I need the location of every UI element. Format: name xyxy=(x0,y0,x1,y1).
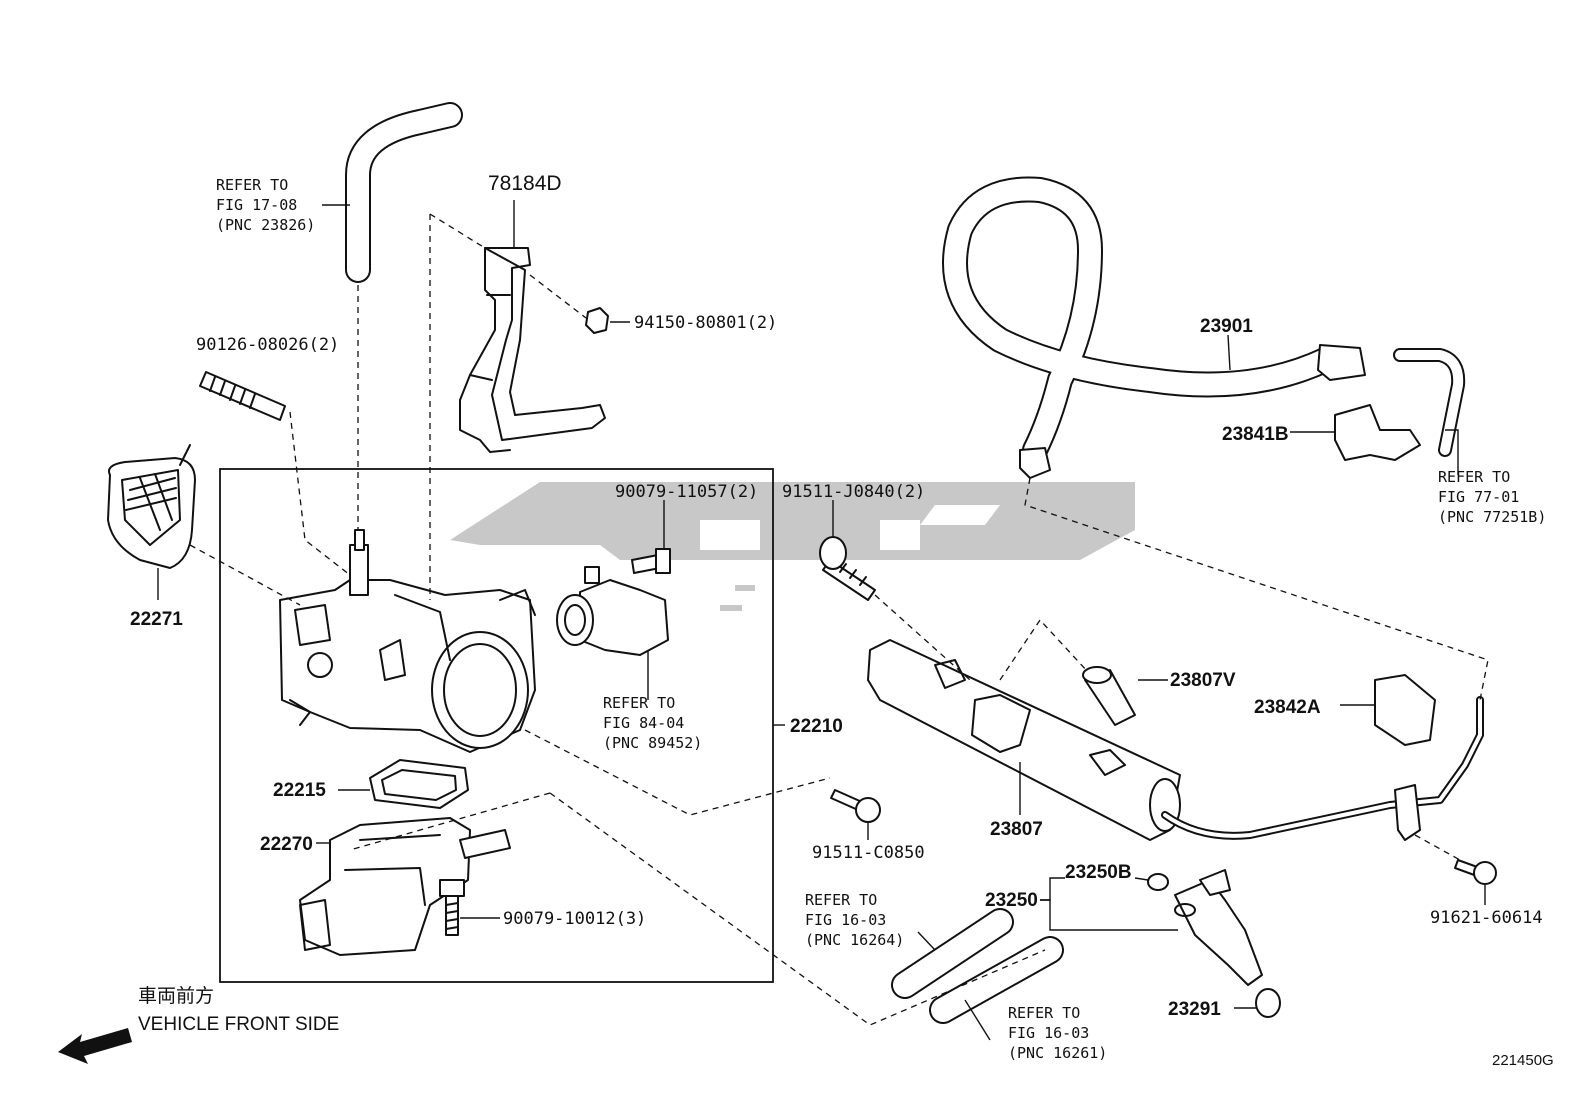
label-90079b: 90079-10012(3) xyxy=(503,909,646,929)
vehicle-front-indicator: 車両前方 VEHICLE FRONT SIDE xyxy=(58,985,339,1064)
front-arrow-icon xyxy=(58,1028,132,1064)
svg-text:REFER TO: REFER TO xyxy=(1438,468,1510,486)
svg-text:(PNC 16264): (PNC 16264) xyxy=(805,931,904,949)
vacuum-tube-2 xyxy=(929,936,1064,1024)
bolt-91511-J0840 xyxy=(819,536,876,601)
svg-text:FIG 17-08: FIG 17-08 xyxy=(216,196,297,214)
ref-note-3: REFER TO FIG 77-01 (PNC 77251B) xyxy=(1438,468,1546,526)
clamp-23842A xyxy=(1374,674,1436,746)
svg-text:REFER TO: REFER TO xyxy=(216,176,288,194)
label-23250: 23250 xyxy=(985,890,1038,911)
valve-23807V xyxy=(1082,666,1136,726)
drawing-code: 221450G xyxy=(1492,1052,1554,1069)
air-hose xyxy=(345,102,463,283)
label-22215: 22215 xyxy=(273,780,326,801)
fuel-pipe xyxy=(1161,696,1484,841)
label-91511a: 91511-J0840(2) xyxy=(782,482,925,502)
injector-23250 xyxy=(1174,869,1263,986)
svg-text:(PNC 77251B): (PNC 77251B) xyxy=(1438,508,1546,526)
label-23841B: 23841B xyxy=(1222,424,1289,445)
svg-text:REFER TO: REFER TO xyxy=(1008,1004,1080,1022)
gasket-22271 xyxy=(107,444,196,569)
bolt-91511-C0850 xyxy=(830,789,881,823)
label-22210: 22210 xyxy=(790,716,843,737)
gasket-22215 xyxy=(369,759,469,809)
fuel-rail-23807 xyxy=(867,639,1181,841)
front-label-jp: 車両前方 xyxy=(138,985,214,1007)
label-90126: 90126-08026(2) xyxy=(196,335,339,355)
label-23807V: 23807V xyxy=(1170,670,1236,691)
fuel-hose-23901 xyxy=(942,176,1366,479)
label-22271: 22271 xyxy=(130,609,183,630)
nut-94150 xyxy=(585,307,609,334)
svg-text:FIG 77-01: FIG 77-01 xyxy=(1438,488,1519,506)
fuel-tube-ref xyxy=(1393,348,1466,457)
throttle-sensor xyxy=(556,566,669,656)
svg-text:REFER TO: REFER TO xyxy=(603,694,675,712)
label-91511b: 91511-C0850 xyxy=(812,843,925,863)
ref-note-1: REFER TO FIG 17-08 (PNC 23826) xyxy=(216,176,315,234)
label-90079a: 90079-11057(2) xyxy=(615,482,758,502)
watermark-logo xyxy=(450,482,1135,611)
bracket-78184D xyxy=(459,247,606,453)
ref-note-2: REFER TO FIG 84-04 (PNC 89452) xyxy=(603,694,702,752)
label-23842A: 23842A xyxy=(1254,697,1321,718)
label-23901: 23901 xyxy=(1200,316,1253,337)
dashed-lines xyxy=(189,213,1489,1026)
ring-23291 xyxy=(1255,988,1281,1018)
ref-note-5: REFER TO FIG 16-03 (PNC 16261) xyxy=(1008,1004,1107,1062)
svg-text:(PNC 89452): (PNC 89452) xyxy=(603,734,702,752)
label-23250B: 23250B xyxy=(1065,862,1132,883)
label-78184D: 78184D xyxy=(488,172,562,195)
label-23807: 23807 xyxy=(990,819,1043,840)
screw-90079-10012 xyxy=(439,879,465,936)
bolt-90079-11057 xyxy=(631,548,671,574)
throttle-body-22210 xyxy=(279,529,536,753)
idle-valve-22270 xyxy=(299,817,511,956)
svg-text:FIG 16-03: FIG 16-03 xyxy=(1008,1024,1089,1042)
label-94150: 94150-80801(2) xyxy=(634,313,777,333)
stud-90126 xyxy=(199,371,286,421)
leader-lines xyxy=(157,200,1486,1041)
front-label-en: VEHICLE FRONT SIDE xyxy=(138,1014,339,1035)
svg-text:(PNC 16261): (PNC 16261) xyxy=(1008,1044,1107,1062)
oring-23250B xyxy=(1147,873,1169,891)
bolt-91621 xyxy=(1454,859,1497,885)
label-22270: 22270 xyxy=(260,834,313,855)
svg-text:FIG 16-03: FIG 16-03 xyxy=(805,911,886,929)
vacuum-tube-1 xyxy=(891,908,1014,999)
svg-text:REFER TO: REFER TO xyxy=(805,891,877,909)
clip-23841B xyxy=(1334,404,1421,461)
label-23291: 23291 xyxy=(1168,999,1221,1020)
part-labels: 78184D 94150-80801(2) 90126-08026(2) 222… xyxy=(130,172,1543,1020)
ref-note-4: REFER TO FIG 16-03 (PNC 16264) xyxy=(805,891,904,949)
svg-text:(PNC 23826): (PNC 23826) xyxy=(216,216,315,234)
svg-text:FIG 84-04: FIG 84-04 xyxy=(603,714,684,732)
label-91621: 91621-60614 xyxy=(1430,908,1543,928)
